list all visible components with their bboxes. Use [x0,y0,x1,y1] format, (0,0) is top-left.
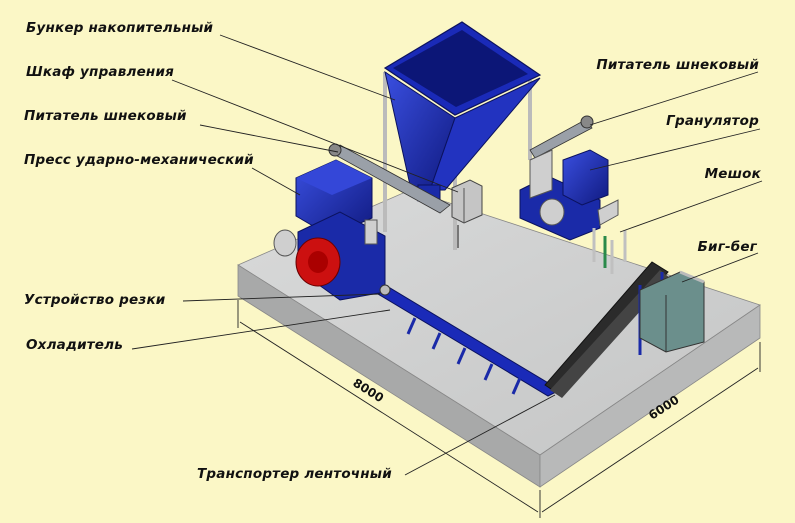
bunker-hopper [383,21,542,250]
label-cutter: Устройство резки [24,292,166,308]
leader-lines [131,34,763,476]
control-cabinet [451,179,483,248]
left-screw-feeder [328,143,451,214]
label-screw-feeder-right: Питатель шнековый [596,57,759,73]
label-belt-conveyor: Транспортер ленточный [197,466,392,482]
label-bunker: Бункер накопительный [26,20,214,36]
label-bag: Мешок [704,166,761,182]
right-screw-feeder [529,115,594,159]
label-granulator: Гранулятор [666,113,759,129]
dimension-lines [237,300,761,518]
label-cooler: Охладитель [26,337,123,353]
big-bag [639,270,705,353]
label-big-bag: Биг-бег [697,239,757,255]
label-impact-press: Пресс ударно-механический [24,152,254,168]
granulator [519,149,619,241]
label-screw-feeder-left: Питатель шнековый [24,108,187,124]
label-control-cabinet: Шкаф управления [26,64,174,80]
bag-stand [592,228,627,274]
